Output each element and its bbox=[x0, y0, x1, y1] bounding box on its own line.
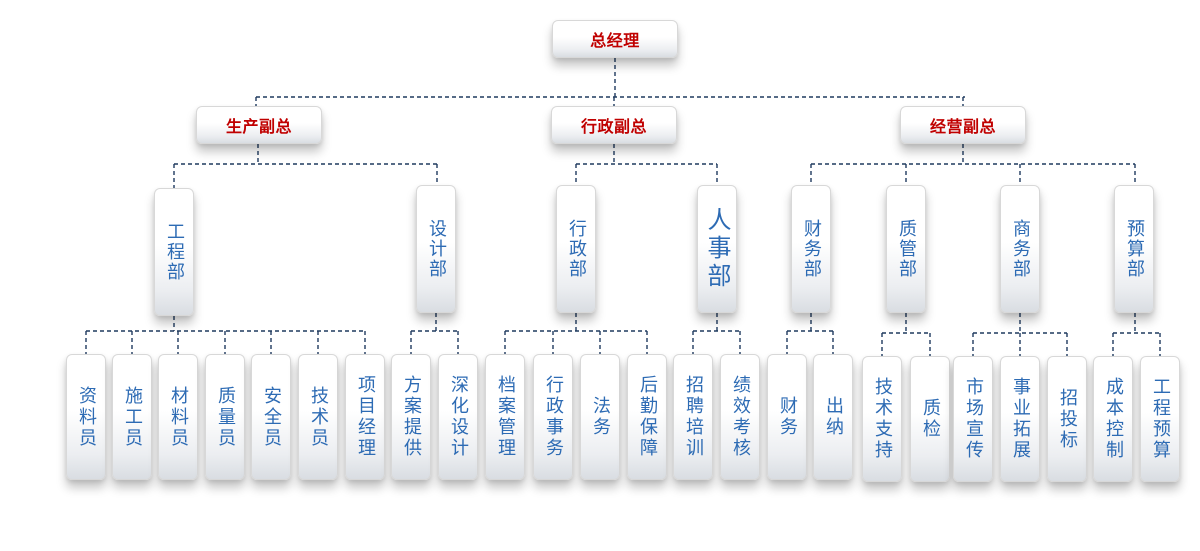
node-dept-budget: 预算部 bbox=[1114, 185, 1154, 313]
node-dept-quality: 质管部 bbox=[886, 185, 926, 313]
node-staff: 法务 bbox=[580, 354, 620, 480]
node-dept-business: 商务部 bbox=[1000, 185, 1040, 313]
node-staff: 财务 bbox=[767, 354, 807, 480]
node-staff: 资料员 bbox=[66, 354, 106, 480]
node-dept-hr: 人事部 bbox=[697, 185, 737, 313]
node-staff: 后勤保障 bbox=[627, 354, 667, 480]
node-dept-engineering: 工程部 bbox=[154, 188, 194, 316]
node-staff: 招投标 bbox=[1047, 356, 1087, 482]
node-staff: 技术支持 bbox=[862, 356, 902, 482]
node-staff: 市场宣传 bbox=[953, 356, 993, 482]
node-staff: 工程预算 bbox=[1140, 356, 1180, 482]
node-staff: 行政事务 bbox=[533, 354, 573, 480]
node-staff: 安全员 bbox=[251, 354, 291, 480]
node-dept-design: 设计部 bbox=[416, 185, 456, 313]
node-staff: 档案管理 bbox=[485, 354, 525, 480]
node-staff: 质量员 bbox=[205, 354, 245, 480]
node-staff: 招聘培训 bbox=[673, 354, 713, 480]
node-dept-administration: 行政部 bbox=[556, 185, 596, 313]
node-staff: 材料员 bbox=[158, 354, 198, 480]
node-staff: 方案提供 bbox=[391, 354, 431, 480]
node-staff: 质检 bbox=[910, 356, 950, 482]
node-vp-operations: 经营副总 bbox=[900, 106, 1026, 144]
node-staff: 事业拓展 bbox=[1000, 356, 1040, 482]
node-staff: 项目经理 bbox=[345, 354, 385, 480]
node-staff: 施工员 bbox=[112, 354, 152, 480]
node-staff: 绩效考核 bbox=[720, 354, 760, 480]
node-vp-production: 生产副总 bbox=[196, 106, 322, 144]
node-staff: 成本控制 bbox=[1093, 356, 1133, 482]
node-general-manager: 总经理 bbox=[552, 20, 678, 58]
node-staff: 深化设计 bbox=[438, 354, 478, 480]
node-staff: 技术员 bbox=[298, 354, 338, 480]
node-dept-finance: 财务部 bbox=[791, 185, 831, 313]
node-vp-admin: 行政副总 bbox=[551, 106, 677, 144]
node-staff: 出纳 bbox=[813, 354, 853, 480]
